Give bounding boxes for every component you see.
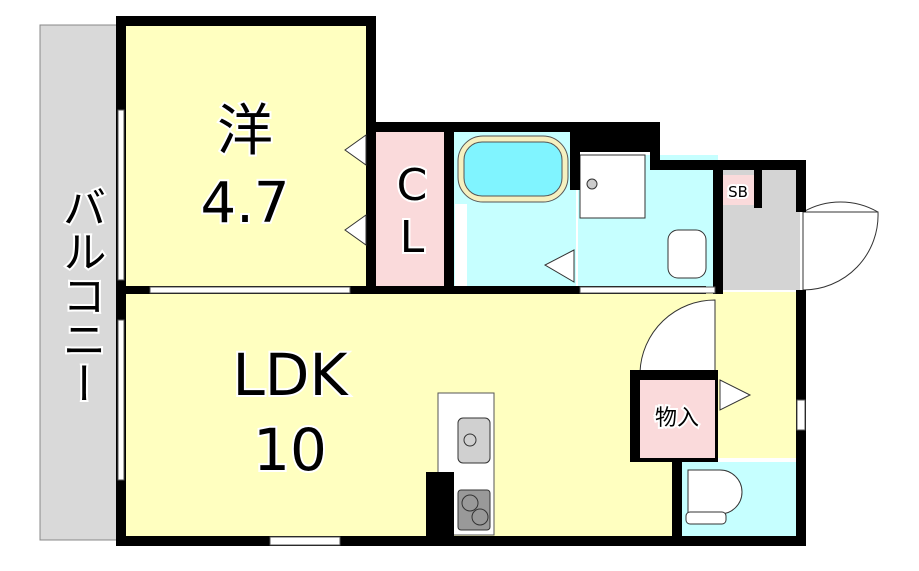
closet — [374, 128, 452, 290]
toilet-room-wall — [672, 458, 682, 540]
window — [117, 109, 125, 281]
wall-pillar — [426, 472, 454, 542]
closet-door-icon — [344, 134, 367, 246]
wash-basin — [667, 229, 707, 279]
western-room-label: 洋 — [217, 99, 273, 164]
toilet-tank — [685, 511, 727, 525]
ldk-size: 10 — [253, 416, 327, 484]
burner-icon — [461, 494, 479, 512]
closet-label-l: L — [400, 212, 425, 263]
door-opening — [579, 286, 716, 294]
window — [269, 536, 341, 546]
storage-door-icon — [719, 379, 752, 411]
window — [149, 286, 351, 294]
shoebox-label: SB — [728, 183, 748, 201]
bath-wash-area — [455, 204, 467, 288]
storage-inner — [640, 380, 715, 458]
storage-label: 物入 — [655, 406, 699, 431]
window — [796, 399, 806, 431]
burner-icon — [471, 508, 489, 526]
western-room-size: 4.7 — [200, 171, 289, 236]
balcony — [39, 24, 121, 541]
walls — [116, 16, 806, 546]
toilet — [687, 469, 743, 515]
bath-door-icon — [543, 249, 575, 283]
bathtub-water — [463, 141, 563, 197]
balcony-label: バルコニー — [55, 185, 106, 405]
ldk — [120, 292, 675, 538]
shoebox — [722, 175, 754, 205]
drain-icon — [586, 178, 598, 190]
ldk-label: LDK — [232, 341, 349, 409]
entrance-door — [802, 211, 879, 291]
ldk-door-swing — [639, 299, 716, 373]
western-room — [120, 20, 372, 292]
closet-label-c: C — [397, 160, 428, 211]
sink — [457, 417, 491, 464]
sink-drain-icon — [463, 433, 477, 447]
window — [117, 319, 125, 481]
